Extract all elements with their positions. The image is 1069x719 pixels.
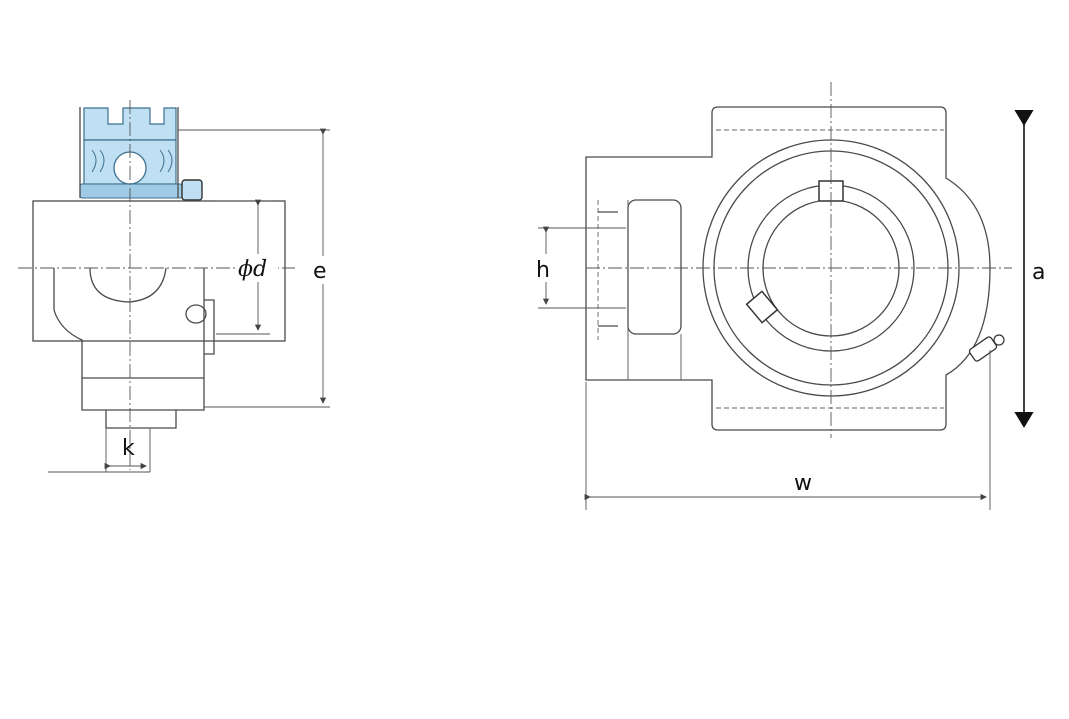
label-k: k	[122, 436, 135, 461]
label-a: a	[1032, 260, 1045, 285]
side-view: ϕd e k	[18, 100, 334, 473]
label-phi-d: ϕd	[238, 257, 267, 282]
label-h: h	[536, 258, 550, 283]
housing-section	[32, 107, 286, 429]
bearing-insert-section	[79, 107, 203, 201]
front-view: h a w	[533, 82, 1045, 510]
label-e: e	[313, 259, 327, 284]
housing-outline	[585, 106, 991, 431]
grease-nipple	[968, 334, 1005, 362]
label-w: w	[794, 471, 812, 496]
